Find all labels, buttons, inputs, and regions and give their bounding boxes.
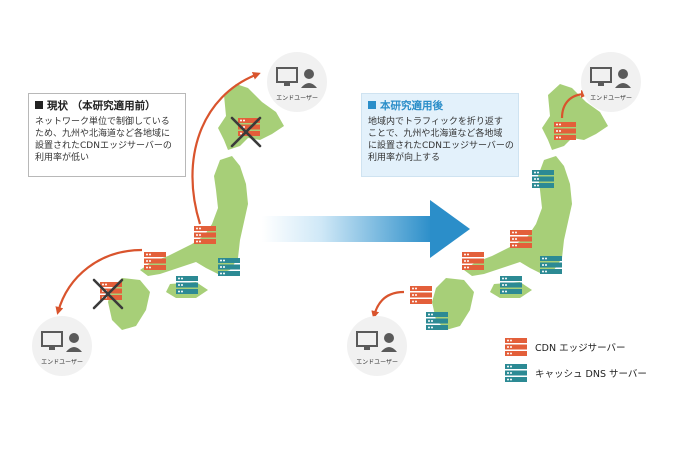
route-arrow-hokkaido-before <box>191 72 261 225</box>
before-line: ため、九州や北海道など各地域に <box>35 129 171 139</box>
before-line: 利用率が低い <box>35 153 90 163</box>
dns-server-icon <box>532 170 554 188</box>
end-user-icon: エンドユーザー <box>267 52 327 112</box>
before-line: ネットワーク単位で制御している <box>35 117 170 127</box>
after-title: 本研究適用後 <box>368 98 512 113</box>
after-title-text: 本研究適用後 <box>380 100 443 112</box>
legend-dns-label: キャッシュ DNS サーバー <box>535 369 647 380</box>
dns-server-icon <box>540 256 562 274</box>
blocked-x-icon <box>230 116 262 148</box>
dns-server-icon <box>218 258 240 276</box>
end-user-icon: エンドユーザー <box>347 316 407 376</box>
legend-dns: キャッシュ DNS サーバー <box>505 364 647 382</box>
square-bullet-icon <box>35 101 43 109</box>
cdn-server-icon <box>554 122 576 140</box>
end-user-label: エンドユーザー <box>276 95 318 102</box>
blocked-x-icon <box>92 278 124 310</box>
square-bullet-icon <box>368 101 376 109</box>
before-body: ネットワーク単位で制御している ため、九州や北海道など各地域に 設置されたCDN… <box>35 116 179 164</box>
legend-cdn: CDN エッジサーバー <box>505 338 625 356</box>
server-stacks <box>100 118 576 330</box>
cdn-server-icon <box>505 338 527 356</box>
legend-cdn-label: CDN エッジサーバー <box>535 343 626 354</box>
after-line: 地域内でトラフィックを折り返す <box>368 117 503 127</box>
end-user-icon: エンドユーザー <box>581 52 641 112</box>
cdn-server-icon <box>410 286 432 304</box>
route-arrow-kyushu-after <box>371 290 405 319</box>
route-arrow-kyushu-before <box>55 248 143 315</box>
transition-arrow <box>262 200 470 258</box>
after-callout: 本研究適用後 地域内でトラフィックを折り返す ことで、九州や北海道など各地域 に… <box>361 93 519 177</box>
after-line: に設置されたCDNエッジサーバーの <box>368 141 514 151</box>
dns-server-icon <box>426 312 448 330</box>
before-title: 現状 （本研究適用前） <box>35 98 179 113</box>
after-body: 地域内でトラフィックを折り返す ことで、九州や北海道など各地域 に設置されたCD… <box>368 116 514 164</box>
before-callout: 現状 （本研究適用前） ネットワーク単位で制御している ため、九州や北海道など各… <box>28 93 186 177</box>
before-line: 設置されたCDNエッジサーバーの <box>35 141 172 151</box>
end-user-label: エンドユーザー <box>41 359 83 366</box>
end-user-label: エンドユーザー <box>356 359 398 366</box>
cdn-server-icon <box>462 252 484 270</box>
after-line: ことで、九州や北海道など各地域 <box>368 129 503 139</box>
after-line: 利用率が向上する <box>368 153 441 163</box>
dns-server-icon <box>505 364 527 382</box>
cdn-server-icon <box>510 230 532 248</box>
route-arrow-hokkaido-after <box>560 90 589 119</box>
before-title-text: 現状 （本研究適用前） <box>47 100 156 112</box>
cdn-server-icon <box>144 252 166 270</box>
end-user-icon: エンドユーザー <box>32 316 92 376</box>
dns-server-icon <box>176 276 198 294</box>
dns-server-icon <box>500 276 522 294</box>
cdn-server-icon <box>194 226 216 244</box>
end-user-label: エンドユーザー <box>590 95 632 102</box>
